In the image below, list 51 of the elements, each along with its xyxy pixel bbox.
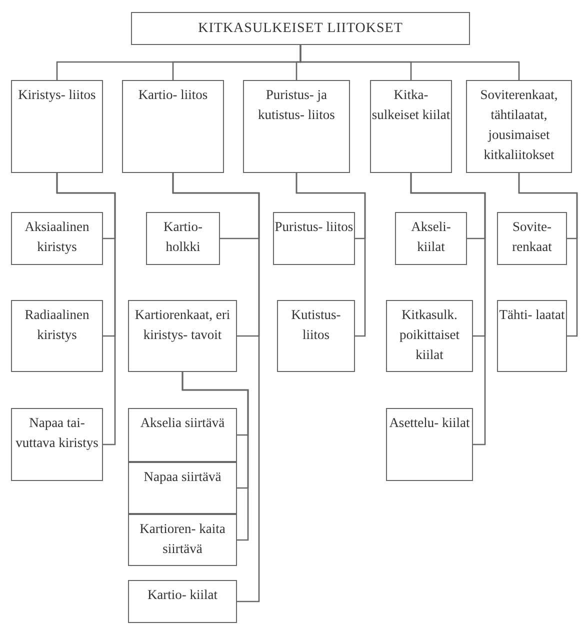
category-box <box>122 80 224 173</box>
category-box <box>146 212 220 265</box>
category-box <box>497 212 567 265</box>
connector-line <box>518 173 578 337</box>
node-label: Aksiaalinen kiristys <box>24 218 90 256</box>
category-box <box>128 462 237 514</box>
title-box <box>131 12 470 45</box>
category-box <box>386 300 473 372</box>
node-label: Kartio- liitos <box>138 86 208 104</box>
node-label: Kitka- sulkeiset kiilat <box>371 86 451 124</box>
node-label: Sovite- renkaat <box>511 218 553 256</box>
category-box <box>370 80 452 173</box>
node-label: Kartio- holkki <box>162 218 204 256</box>
connector-line <box>172 173 260 602</box>
category-box <box>277 300 355 372</box>
category-box <box>395 212 467 265</box>
category-box <box>128 514 237 566</box>
node-label: Kiristys- liitos <box>18 86 96 104</box>
node-label: Akseli- kiilat <box>410 218 452 256</box>
node-label: Kartioren- kaita siirtävä <box>138 520 226 558</box>
node-label: Puristus- ja kutistus- liitos <box>257 86 336 124</box>
category-box <box>11 212 103 265</box>
connector-line <box>182 372 249 541</box>
category-box <box>128 300 237 372</box>
node-label: Kartiorenkaat, eri kiristys- tavoit <box>134 306 232 344</box>
category-box <box>273 212 355 265</box>
node-label: Radiaalinen kiristys <box>24 306 90 344</box>
category-box <box>386 408 473 481</box>
connector-line <box>300 45 520 80</box>
node-label: Akselia siirtävä <box>140 414 225 432</box>
connector-line <box>296 173 366 337</box>
node-label: Asettelu- kiilat <box>389 414 470 432</box>
node-label: Napaa tai- vuttava kiristys <box>14 414 100 452</box>
category-box <box>128 408 237 462</box>
node-label: Tähti- laatat <box>499 306 565 324</box>
node-label: Napaa siirtävä <box>144 468 222 486</box>
category-box <box>11 408 103 481</box>
category-box <box>466 80 572 173</box>
category-box <box>11 300 103 372</box>
node-label: Kartio- kiilat <box>147 586 218 604</box>
node-label: Kitkasulk. poikittaiset kiilat <box>398 306 460 364</box>
category-box <box>243 80 350 173</box>
connector-line <box>410 173 486 446</box>
node-label: Kutistus- liitos <box>290 306 342 344</box>
category-box <box>128 580 237 623</box>
node-label: Soviterenkaat, tähtilaatat, jousimaiset kitkaliitokset <box>479 86 559 164</box>
category-box <box>497 300 567 372</box>
connector-line <box>56 173 116 446</box>
node-label: Puristus- liitos <box>274 218 354 236</box>
node-label: KITKASULKEISET LIITOKSET <box>198 20 403 38</box>
category-box <box>11 80 103 173</box>
